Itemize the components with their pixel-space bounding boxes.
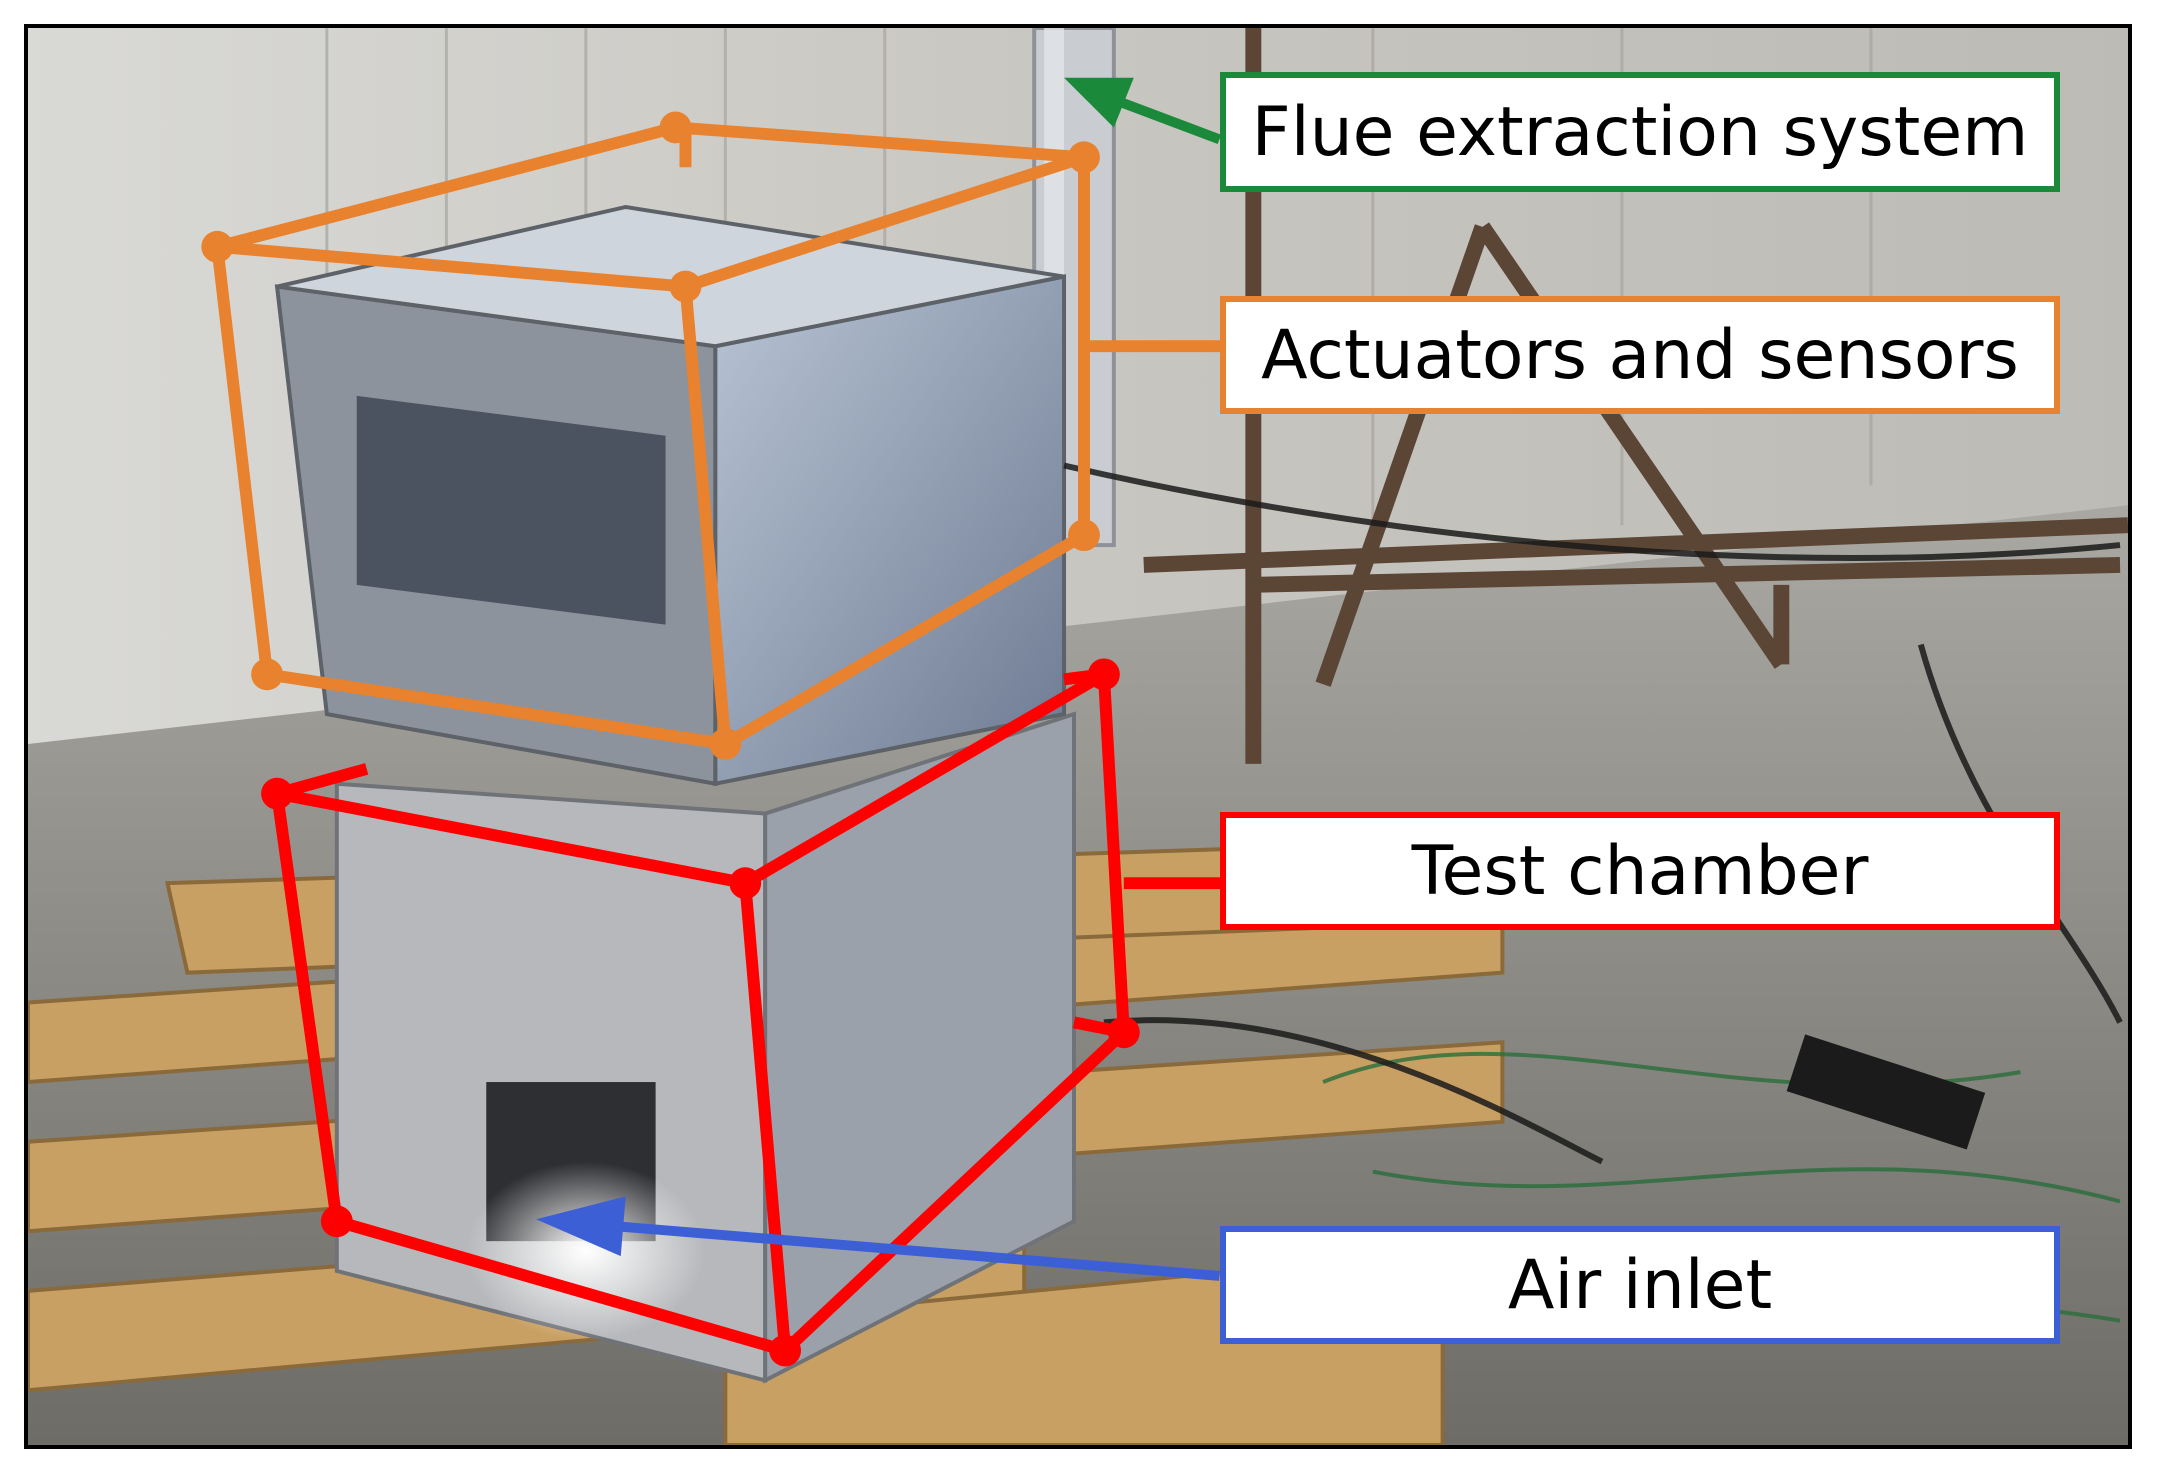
test-chamber-label: Test chamber	[1220, 812, 2060, 930]
test-chamber-outline-vertices	[261, 658, 1140, 1367]
actuators-sensors-label-text: Actuators and sensors	[1261, 315, 2019, 395]
flue-extraction-label-text: Flue extraction system	[1251, 92, 2029, 172]
photo-frame	[24, 24, 2132, 1449]
actuators-outline-vertices	[201, 111, 1100, 760]
actuators-sensors-label: Actuators and sensors	[1220, 296, 2060, 414]
air-inlet-label-text: Air inlet	[1507, 1245, 1773, 1325]
air-inlet-label: Air inlet	[1220, 1226, 2060, 1344]
test-chamber-label-text: Test chamber	[1411, 831, 1869, 911]
air-inlet-glow	[466, 1161, 706, 1341]
power-strip	[1786, 1034, 1986, 1150]
air-inlet-arrow	[536, 1196, 1220, 1281]
rig-window	[356, 395, 666, 625]
flue-extraction-label: Flue extraction system	[1220, 72, 2060, 192]
photo-scene	[28, 28, 2128, 1445]
flue-arrow	[1064, 77, 1222, 145]
rig-upper-side	[713, 274, 1067, 787]
rig-top	[276, 204, 1065, 349]
